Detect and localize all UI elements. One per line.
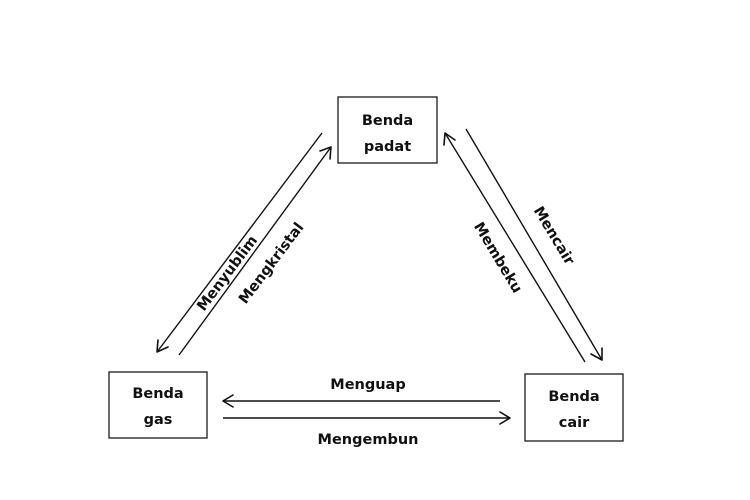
edge-freezing-label: Membeku (470, 220, 525, 296)
arrowhead-icon (156, 339, 169, 353)
node-solid: Benda padat (337, 96, 438, 164)
arrowhead-icon (499, 411, 511, 425)
node-gas-line1: Benda (132, 386, 183, 402)
edge-condensation: Mengembun (223, 411, 511, 448)
edge-condensation-label: Mengembun (318, 432, 419, 448)
arrowhead-icon (443, 132, 456, 146)
node-liquid-line1: Benda (548, 389, 599, 405)
arrowhead-icon (222, 394, 234, 408)
edge-evaporation-label: Menguap (330, 377, 405, 393)
arrowhead-icon (319, 146, 332, 160)
node-solid-line1: Benda (362, 113, 413, 129)
node-liquid-line2: cair (559, 415, 590, 431)
edge-freezing-line (444, 132, 586, 363)
edge-sublimation-line (156, 132, 323, 353)
node-liquid: Benda cair (524, 373, 624, 442)
edge-deposition-line (178, 146, 332, 356)
edge-melting-label: Mencair (530, 204, 578, 269)
node-solid-box (337, 96, 438, 164)
node-solid-line2: padat (364, 139, 411, 155)
edge-deposition: Mengkristal (178, 146, 332, 356)
arrowhead-icon (590, 347, 603, 361)
edge-melting-line (465, 128, 603, 361)
node-liquid-box (524, 373, 624, 442)
node-gas: Benda gas (108, 371, 208, 439)
node-gas-box (108, 371, 208, 439)
node-gas-line2: gas (144, 412, 173, 428)
edge-evaporation: Menguap (222, 377, 500, 408)
